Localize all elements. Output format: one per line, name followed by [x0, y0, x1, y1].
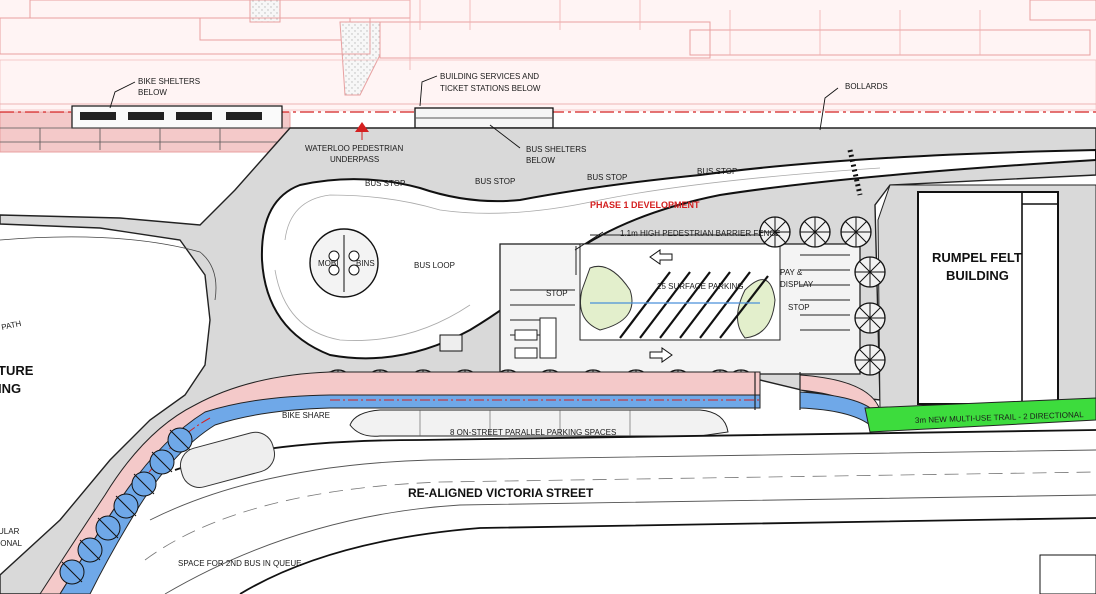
parallel-parking [349, 409, 729, 437]
label-bus-shelters-1: BUS SHELTERS [526, 145, 586, 154]
label-rumpel-1: RUMPEL FELT [932, 250, 1022, 265]
label-waterloo-2: UNDERPASS [330, 155, 379, 164]
label-pay-display-1: PAY & [780, 268, 803, 277]
label-stop-right: STOP [788, 303, 810, 312]
label-bus-queue: SPACE FOR 2ND BUS IN QUEUE [178, 559, 301, 568]
label-bus-stop-1: BUS STOP [365, 179, 405, 188]
label-barrier: 1.1m HIGH PEDESTRIAN BARRIER FENCE [620, 229, 780, 238]
label-building-services-1: BUILDING SERVICES AND [440, 72, 539, 81]
sidewalk-and-bike-lane [39, 371, 1096, 594]
arrow-left-icon [649, 249, 673, 265]
label-bins: BINS [356, 259, 375, 268]
label-future-2: ING [0, 381, 21, 396]
label-parallel-parking: 8 ON-STREET PARALLEL PARKING SPACES [450, 428, 616, 437]
label-left-2: IONAL [0, 539, 23, 548]
leader-lines [109, 75, 839, 251]
label-bike-share: BIKE SHARE [282, 411, 330, 420]
label-victoria-street: RE-ALIGNED VICTORIA STREET [408, 486, 594, 500]
victoria-street [140, 429, 1096, 594]
tree-diagonal-row [59, 427, 193, 585]
surface-parking-lot [499, 234, 861, 375]
label-bus-stop-3: BUS STOP [587, 173, 627, 182]
section-marker-icon [355, 122, 369, 140]
label-bus-loop: BUS LOOP [414, 261, 455, 270]
label-bike-shelters-2: BELOW [138, 88, 167, 97]
label-bollards: BOLLARDS [845, 82, 888, 91]
label-mobi: MOBI [318, 259, 338, 268]
label-left-1: ULAR [0, 527, 20, 536]
label-bus-stop-4: BUS STOP [697, 167, 737, 176]
label-path: PATH [1, 319, 23, 332]
label-pay-display-2: DISPLAY [780, 280, 814, 289]
bus-loop-island [260, 148, 1096, 360]
label-rumpel-2: BUILDING [946, 268, 1009, 283]
plan-labels: BIKE SHELTERS BELOW BUILDING SERVICES AN… [0, 72, 1084, 568]
rumpel-felt-building [877, 184, 1096, 416]
label-bike-shelters-1: BIKE SHELTERS [138, 77, 200, 86]
building-services-block [414, 107, 554, 129]
label-stop-left: STOP [546, 289, 568, 298]
label-surface-parking: 25 SURFACE PARKING [657, 282, 744, 291]
bike-shelters [0, 105, 290, 150]
label-bus-shelters-2: BELOW [526, 156, 555, 165]
arrow-right-icon [649, 347, 673, 363]
label-future-1: TURE [0, 363, 34, 378]
existing-station-area [0, 0, 1096, 153]
label-phase1: PHASE 1 DEVELOPMENT [590, 200, 700, 210]
label-building-services-2: TICKET STATIONS BELOW [440, 84, 541, 93]
label-bus-stop-2: BUS STOP [475, 177, 515, 186]
label-waterloo-1: WATERLOO PEDESTRIAN [305, 144, 403, 153]
